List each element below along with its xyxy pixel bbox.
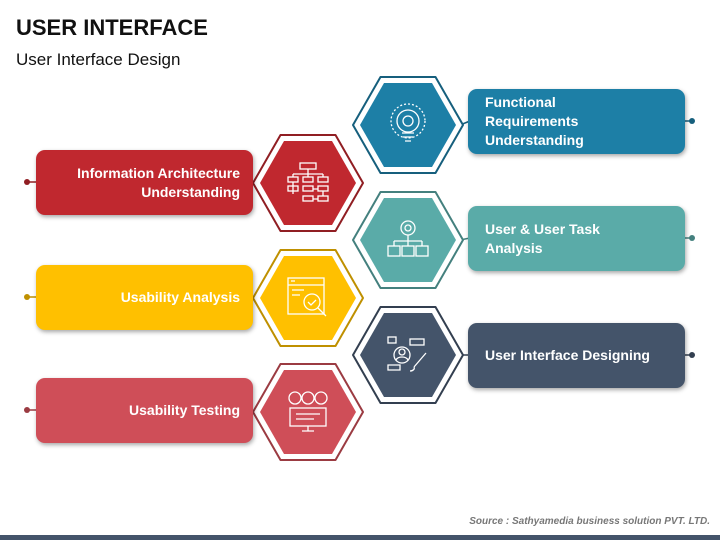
hexagon-2	[260, 141, 356, 225]
browser-magnifier-icon	[287, 277, 327, 317]
source-note: Source : Sathyamedia business solution P…	[469, 516, 710, 527]
step-usability-analysis: Usability Analysis	[36, 265, 253, 330]
connector-dot	[689, 352, 695, 358]
user-design-brush-icon	[387, 336, 427, 372]
page-subtitle: User Interface Design	[16, 50, 181, 69]
lightbulb-gear-icon	[390, 103, 426, 142]
sitemap-icon	[287, 162, 329, 202]
step-information-architecture: Information Architecture Understanding	[36, 150, 253, 215]
connector-dot	[689, 118, 695, 124]
step-label: User & User Task Analysis	[485, 220, 600, 256]
step-functional-requirements: Functional Requirements Understanding	[468, 89, 685, 154]
connector-dot	[24, 179, 30, 185]
step-user-task-analysis: User & User Task Analysis	[468, 206, 685, 271]
hexagon-1	[360, 83, 456, 167]
connector-dot	[24, 294, 30, 300]
step-usability-testing: Usability Testing	[36, 378, 253, 443]
monitor-feedback-icon	[288, 391, 328, 432]
step-label: User Interface Designing	[485, 347, 650, 363]
page-title: USER INTERFACE	[16, 15, 208, 40]
step-label: Functional Requirements Understanding	[485, 94, 584, 148]
hexagon-4	[260, 256, 356, 340]
step-label: Usability Analysis	[120, 289, 240, 305]
hexagon-6	[260, 370, 356, 454]
hexagon-5	[360, 313, 456, 397]
step-label: Information Architecture Understanding	[77, 164, 240, 200]
footer-bar	[0, 535, 720, 540]
step-ui-designing: User Interface Designing	[468, 323, 685, 388]
step-label: Usability Testing	[129, 402, 240, 418]
gear-workflow-icon	[387, 220, 429, 257]
connector-dot	[24, 407, 30, 413]
connector-dot	[689, 235, 695, 241]
